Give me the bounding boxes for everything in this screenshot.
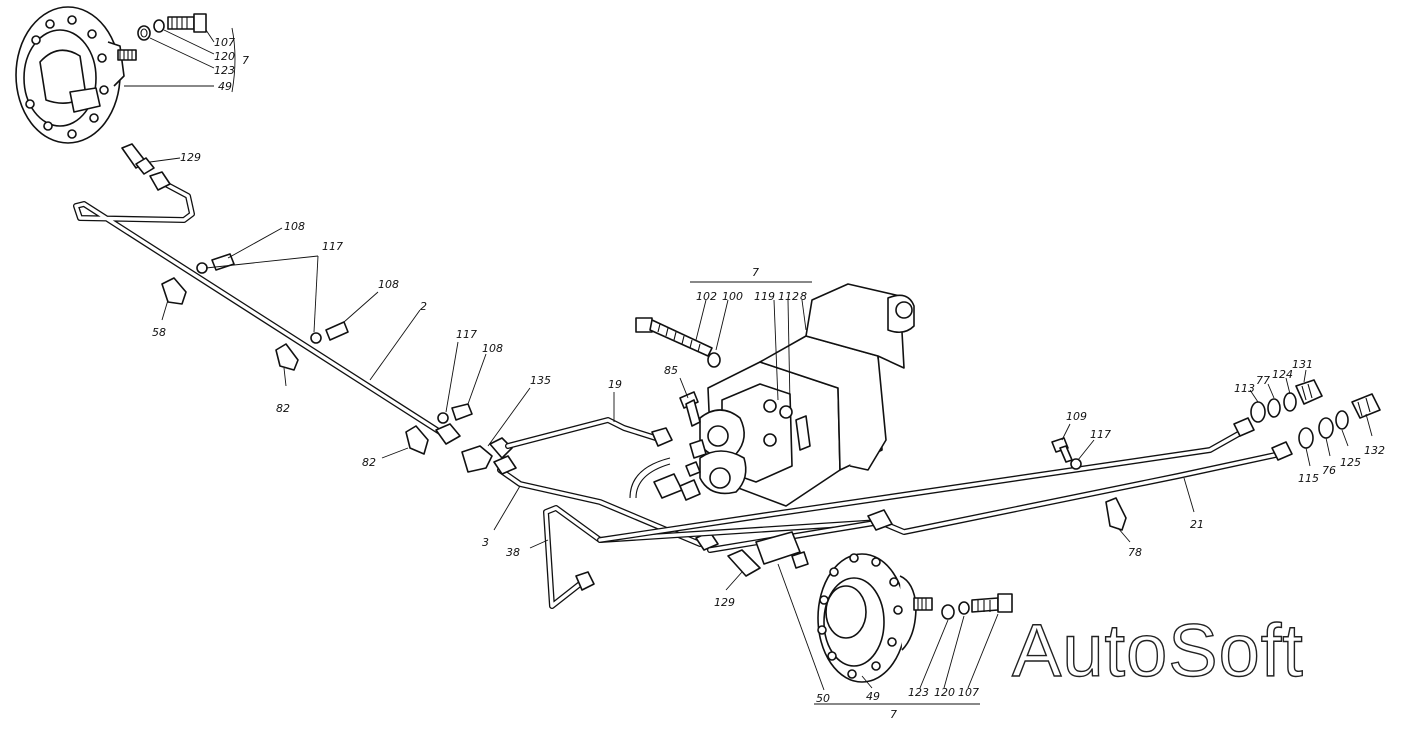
callout-3: 3 — [482, 536, 489, 549]
callout-76: 76 — [1322, 464, 1336, 477]
callout-135: 135 — [530, 374, 551, 387]
callout-108-c: 108 — [482, 342, 503, 355]
callout-129-bottom: 129 — [714, 596, 735, 609]
clamp-82-b — [405, 425, 429, 455]
callout-77: 77 — [1256, 374, 1270, 387]
callout-124: 124 — [1272, 368, 1293, 381]
callout-78: 78 — [1128, 546, 1142, 559]
clamp-78 — [1105, 497, 1127, 531]
callout-58: 58 — [152, 326, 166, 339]
callout-2: 2 — [420, 300, 427, 313]
callout-82-a: 82 — [276, 402, 290, 415]
callout-120-bottom: 120 — [934, 686, 955, 699]
callout-115: 115 — [1298, 472, 1319, 485]
fitting-129-top — [121, 143, 155, 175]
hub-bolt-set-bottom — [941, 593, 1013, 620]
clamp-82-a — [275, 343, 299, 371]
callout-131: 131 — [1292, 358, 1313, 371]
callout-8: 8 — [800, 290, 807, 303]
brake-valve-assembly — [629, 283, 915, 507]
callout-49-bottom: 49 — [866, 690, 880, 703]
callout-108-a: 108 — [284, 220, 305, 233]
fitting-129-bottom — [727, 549, 761, 577]
callout-107-top: 107 — [214, 36, 235, 49]
callout-7-mid: 7 — [752, 266, 759, 279]
autosoft-watermark: AutoSoft — [1012, 609, 1304, 692]
callout-129-top: 129 — [180, 151, 201, 164]
clamp-58 — [161, 277, 187, 305]
callout-7-top: 7 — [242, 54, 249, 67]
callout-107-bottom: 107 — [958, 686, 979, 699]
callout-109: 109 — [1066, 410, 1087, 423]
callout-125: 125 — [1340, 456, 1361, 469]
callout-38: 38 — [506, 546, 520, 559]
callout-82-b: 82 — [362, 456, 376, 469]
callout-117-a: 117 — [322, 240, 343, 253]
callout-49-top: 49 — [218, 80, 232, 93]
bolt-109 — [1051, 437, 1082, 470]
callout-117-c: 117 — [1090, 428, 1111, 441]
upper-left-wheel-hub — [15, 6, 137, 144]
callout-132: 132 — [1364, 444, 1385, 457]
fitting-set-lower-right — [1298, 393, 1381, 449]
bolt-85 — [679, 391, 701, 427]
callout-108-b: 108 — [378, 278, 399, 291]
brake-pipe-19 — [505, 417, 673, 449]
lower-wheel-hub — [817, 553, 933, 683]
callout-19: 19 — [608, 378, 622, 391]
callout-112: 112 — [778, 290, 799, 303]
chamber-50 — [755, 531, 809, 569]
callout-50: 50 — [816, 692, 830, 705]
brake-pipe-21 — [597, 417, 1293, 553]
callout-85: 85 — [664, 364, 678, 377]
callout-21: 21 — [1190, 518, 1204, 531]
callout-102: 102 — [696, 290, 717, 303]
callout-7-bottom: 7 — [890, 708, 897, 721]
bolt-108-b — [310, 321, 349, 344]
brake-pipe-2 — [73, 171, 461, 445]
callout-123-bottom: 123 — [908, 686, 929, 699]
callout-119: 119 — [754, 290, 775, 303]
bolt-102 — [635, 317, 721, 368]
brake-pipe-38 — [543, 505, 883, 609]
tee-fitting-135 — [461, 437, 513, 473]
callout-117-b: 117 — [456, 328, 477, 341]
callout-123-top: 123 — [214, 64, 235, 77]
hub-bolt-set-top — [137, 13, 207, 41]
callout-120-top: 120 — [214, 50, 235, 63]
callout-113: 113 — [1234, 382, 1255, 395]
callout-100: 100 — [722, 290, 743, 303]
bolt-108-a — [196, 253, 235, 274]
